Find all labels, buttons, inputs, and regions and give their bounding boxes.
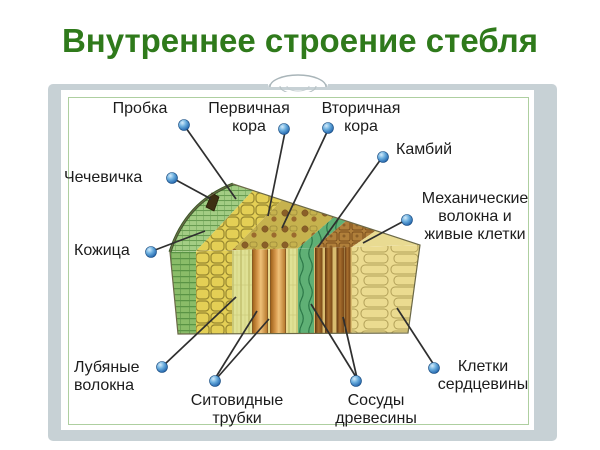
callout-line-lubyanye [164, 296, 237, 365]
cork-band [170, 184, 253, 252]
primary-cortex-band [196, 190, 282, 251]
callout-line-mehanicheskie [362, 220, 405, 244]
page-title: Внутреннее строение стебля [61, 22, 539, 59]
sieve-tube [270, 245, 286, 334]
label-pervichnaya-kora: Первичная кора [208, 100, 290, 135]
label-probka: Пробка [112, 100, 168, 117]
callout-line-sitovidnye-1 [215, 310, 258, 378]
inner-green-border [68, 97, 529, 425]
sieve-tube [252, 245, 268, 334]
callout-line-kletki [396, 307, 435, 366]
callout-dot-lubyanye [156, 361, 168, 373]
pith-top-band [352, 230, 420, 247]
callout-line-pervichnaya-kora [267, 131, 286, 217]
callout-line-sosudy-2 [342, 316, 358, 379]
wood-vessel [325, 245, 333, 334]
callout-dot-sosudy [350, 375, 362, 387]
callout-dot-pervichnaya-kora [278, 123, 290, 135]
callout-line-sosudy-1 [310, 303, 357, 378]
callout-dot-chechevichka [166, 172, 178, 184]
label-kletki-serdtseviny: Клетки сердцевины [437, 358, 529, 393]
label-vtorichnaya-kora: Вторичная кора [321, 100, 401, 135]
label-sosudy-drevesiny: Сосуды древесины [335, 392, 417, 427]
stem-front-face [170, 245, 420, 334]
callout-dot-vtorichnaya-kora [322, 122, 334, 134]
label-kozhitsa: Кожица [74, 242, 130, 259]
label-lubyanye-volokna: Лубяные волокна [74, 359, 140, 394]
callout-dot-mehanicheskie [401, 214, 413, 226]
label-chechevichka: Чечевичка [64, 169, 143, 186]
callout-dot-kambiy [377, 151, 389, 163]
wood-vessel [344, 245, 351, 334]
label-mehanicheskie-volokna: Механические волокна и живые клетки [421, 190, 529, 243]
callout-line-sitovidnye-2 [216, 318, 270, 379]
callout-line-vtorichnaya-kora [281, 131, 328, 229]
label-sitovidnye-trubki: Ситовидные трубки [190, 392, 284, 427]
mechanical-fibers-band [314, 221, 376, 248]
callout-line-kambiy [317, 158, 382, 248]
pith-region [352, 245, 420, 334]
wood-vessel [336, 245, 344, 334]
callout-dot-kozhitsa [145, 246, 157, 258]
wood-vessel [315, 245, 323, 334]
callout-dot-sitovidnye [209, 375, 221, 387]
callout-lines [154, 127, 435, 379]
callout-line-probka [185, 127, 237, 200]
callout-dots [145, 119, 440, 387]
callout-dot-probka [178, 119, 190, 131]
stem-outline [169, 183, 421, 335]
stem-top-face [170, 184, 420, 252]
scallop-ornament [268, 74, 328, 92]
callout-line-kozhitsa [154, 230, 206, 251]
callout-line-chechevichka [175, 179, 212, 200]
label-kambiy: Камбий [396, 141, 453, 158]
callout-dot-kletki [428, 362, 440, 374]
